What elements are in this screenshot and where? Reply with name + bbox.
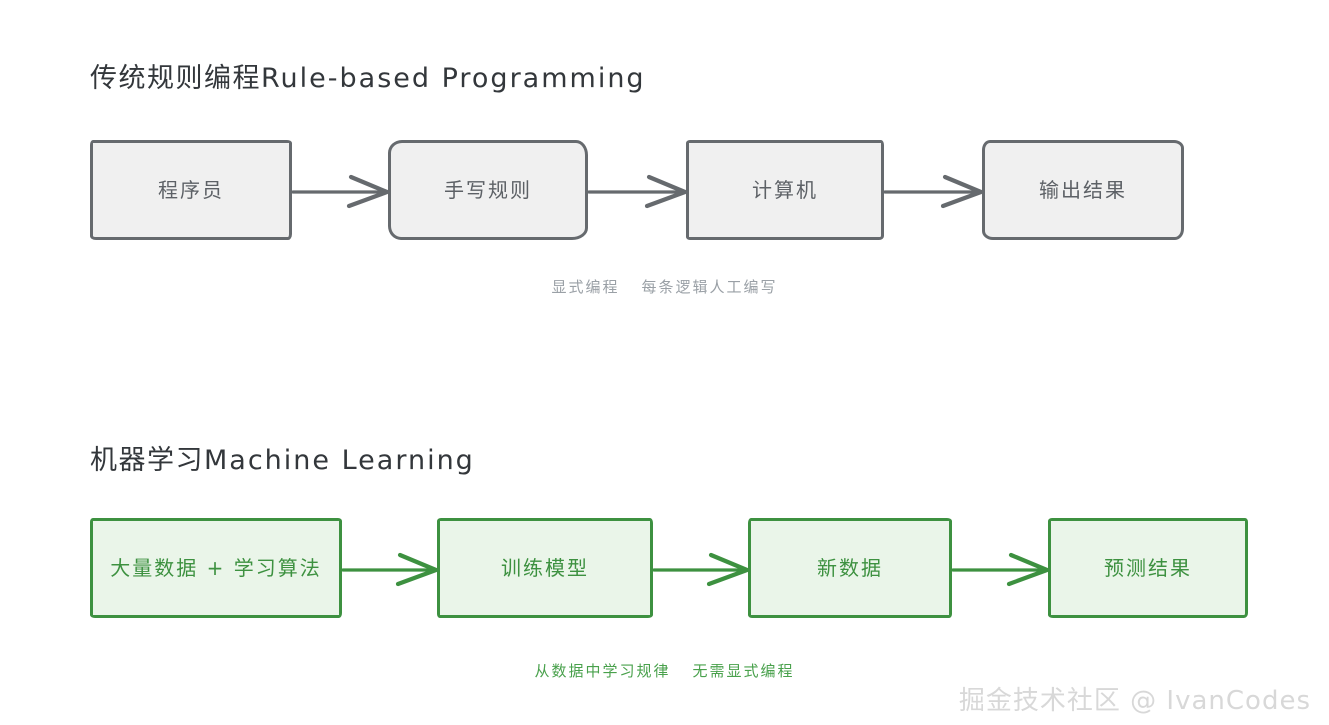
node-output-result-label: 输出结果 — [1039, 178, 1127, 202]
section-title-rule-based-cn: 传统规则编程 — [90, 63, 261, 94]
node-handwritten-rules[interactable]: 手写规则 — [388, 140, 588, 240]
node-output-result[interactable]: 输出结果 — [982, 140, 1184, 240]
node-trained-model[interactable]: 训练模型 — [437, 518, 653, 618]
node-data-and-algorithm-label: 大量数据 + 学习算法 — [110, 556, 322, 580]
node-computer[interactable]: 计算机 — [686, 140, 884, 240]
node-prediction-result-label: 预测结果 — [1104, 556, 1192, 580]
arrow-programmer-to-rules — [291, 172, 390, 212]
node-trained-model-label: 训练模型 — [501, 556, 589, 580]
node-new-data-label: 新数据 — [817, 556, 883, 580]
arrow-data-to-model — [341, 550, 439, 590]
flow-row-rule-based: 程序员 手写规则 计算机 输出结果 — [0, 140, 1329, 244]
flow-row-machine-learning: 大量数据 + 学习算法 训练模型 新数据 预测结果 — [0, 518, 1329, 622]
section-title-machine-learning: 机器学习Machine Learning — [90, 438, 475, 477]
arrow-rules-to-computer — [587, 172, 688, 212]
caption-machine-learning-part-1: 从数据中学习规律 — [534, 662, 671, 680]
caption-rule-based-part-1: 显式编程 — [551, 278, 620, 296]
node-programmer[interactable]: 程序员 — [90, 140, 292, 240]
node-computer-label: 计算机 — [752, 178, 818, 202]
node-handwritten-rules-label: 手写规则 — [444, 178, 532, 202]
node-prediction-result[interactable]: 预测结果 — [1048, 518, 1248, 618]
caption-rule-based: 显式编程 每条逻辑人工编写 — [0, 276, 1329, 297]
arrow-computer-to-output — [883, 172, 984, 212]
section-title-machine-learning-en: Machine Learning — [204, 445, 475, 476]
arrow-new-data-to-prediction — [951, 550, 1050, 590]
node-data-and-algorithm[interactable]: 大量数据 + 学习算法 — [90, 518, 342, 618]
section-title-rule-based-en: Rule-based Programming — [261, 63, 646, 94]
caption-machine-learning-part-2: 无需显式编程 — [692, 662, 795, 680]
node-programmer-label: 程序员 — [158, 178, 224, 202]
caption-rule-based-part-2: 每条逻辑人工编写 — [641, 278, 778, 296]
caption-machine-learning: 从数据中学习规律 无需显式编程 — [0, 660, 1329, 681]
section-title-machine-learning-cn: 机器学习 — [90, 445, 204, 476]
arrow-model-to-new-data — [652, 550, 750, 590]
section-title-rule-based: 传统规则编程Rule-based Programming — [90, 56, 646, 95]
node-new-data[interactable]: 新数据 — [748, 518, 952, 618]
watermark: 掘金技术社区 @ IvanCodes — [958, 686, 1311, 716]
